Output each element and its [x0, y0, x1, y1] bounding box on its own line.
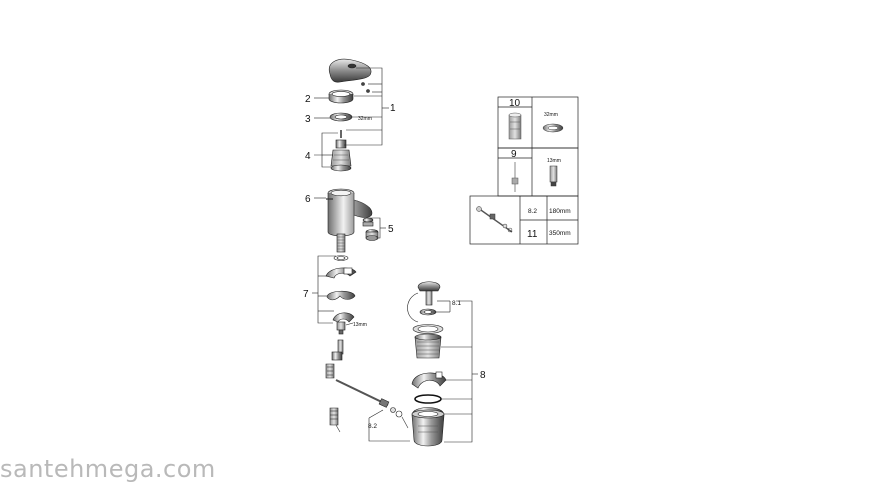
cartridge — [330, 139, 352, 172]
table-r3b-num: 11 — [527, 229, 538, 240]
dim-13mm: 13mm — [353, 322, 367, 328]
faucet-body — [326, 188, 373, 237]
callout-5: 5 — [388, 224, 394, 235]
callout-6: 6 — [305, 194, 311, 205]
callout-3: 3 — [305, 114, 311, 125]
lever-handle — [328, 58, 372, 93]
table-r2-dim: 13mm — [547, 158, 561, 164]
table-r3a-num: 8.2 — [528, 208, 537, 215]
hose-thumb — [476, 206, 513, 233]
table-r1-dim: 32mm — [544, 112, 558, 118]
faucet-assembly — [325, 58, 447, 447]
table-r1-num: 10 — [509, 98, 521, 109]
table-r2-num: 9 — [511, 149, 517, 160]
aerator — [362, 217, 379, 241]
callout-1: 1 — [390, 103, 396, 114]
cap-ring — [328, 89, 354, 104]
fixing-set — [325, 255, 357, 355]
hex-thumb — [549, 165, 558, 187]
dim-32mm: 32mm — [358, 116, 372, 122]
callout-8: 8 — [480, 370, 486, 381]
ring-thumb — [542, 123, 564, 133]
table-r3a-dim: 180mm — [549, 208, 571, 215]
callout-8-2: 8.2 — [368, 423, 377, 430]
waste-set — [411, 281, 447, 447]
callout-4: 4 — [305, 151, 311, 162]
spare-parts-table: 10 32mm 9 13mm 8.2 — [469, 96, 579, 245]
table-r3b-dim: 350mm — [549, 230, 571, 237]
cartridge-thumb — [508, 112, 522, 140]
threaded-stud — [336, 233, 346, 253]
cartridge-nut — [329, 112, 353, 122]
stud-thumb — [511, 162, 519, 192]
connection-hoses — [325, 351, 409, 433]
callout-labels: 1 2 3 4 5 6 7 8 8.1 8.2 32mm 13mm — [303, 94, 486, 430]
watermark: santehmega.com — [0, 455, 216, 483]
callout-2: 2 — [305, 94, 311, 105]
callout-7: 7 — [303, 289, 309, 300]
callout-8-1: 8.1 — [452, 300, 461, 307]
leader-lines — [312, 67, 478, 443]
